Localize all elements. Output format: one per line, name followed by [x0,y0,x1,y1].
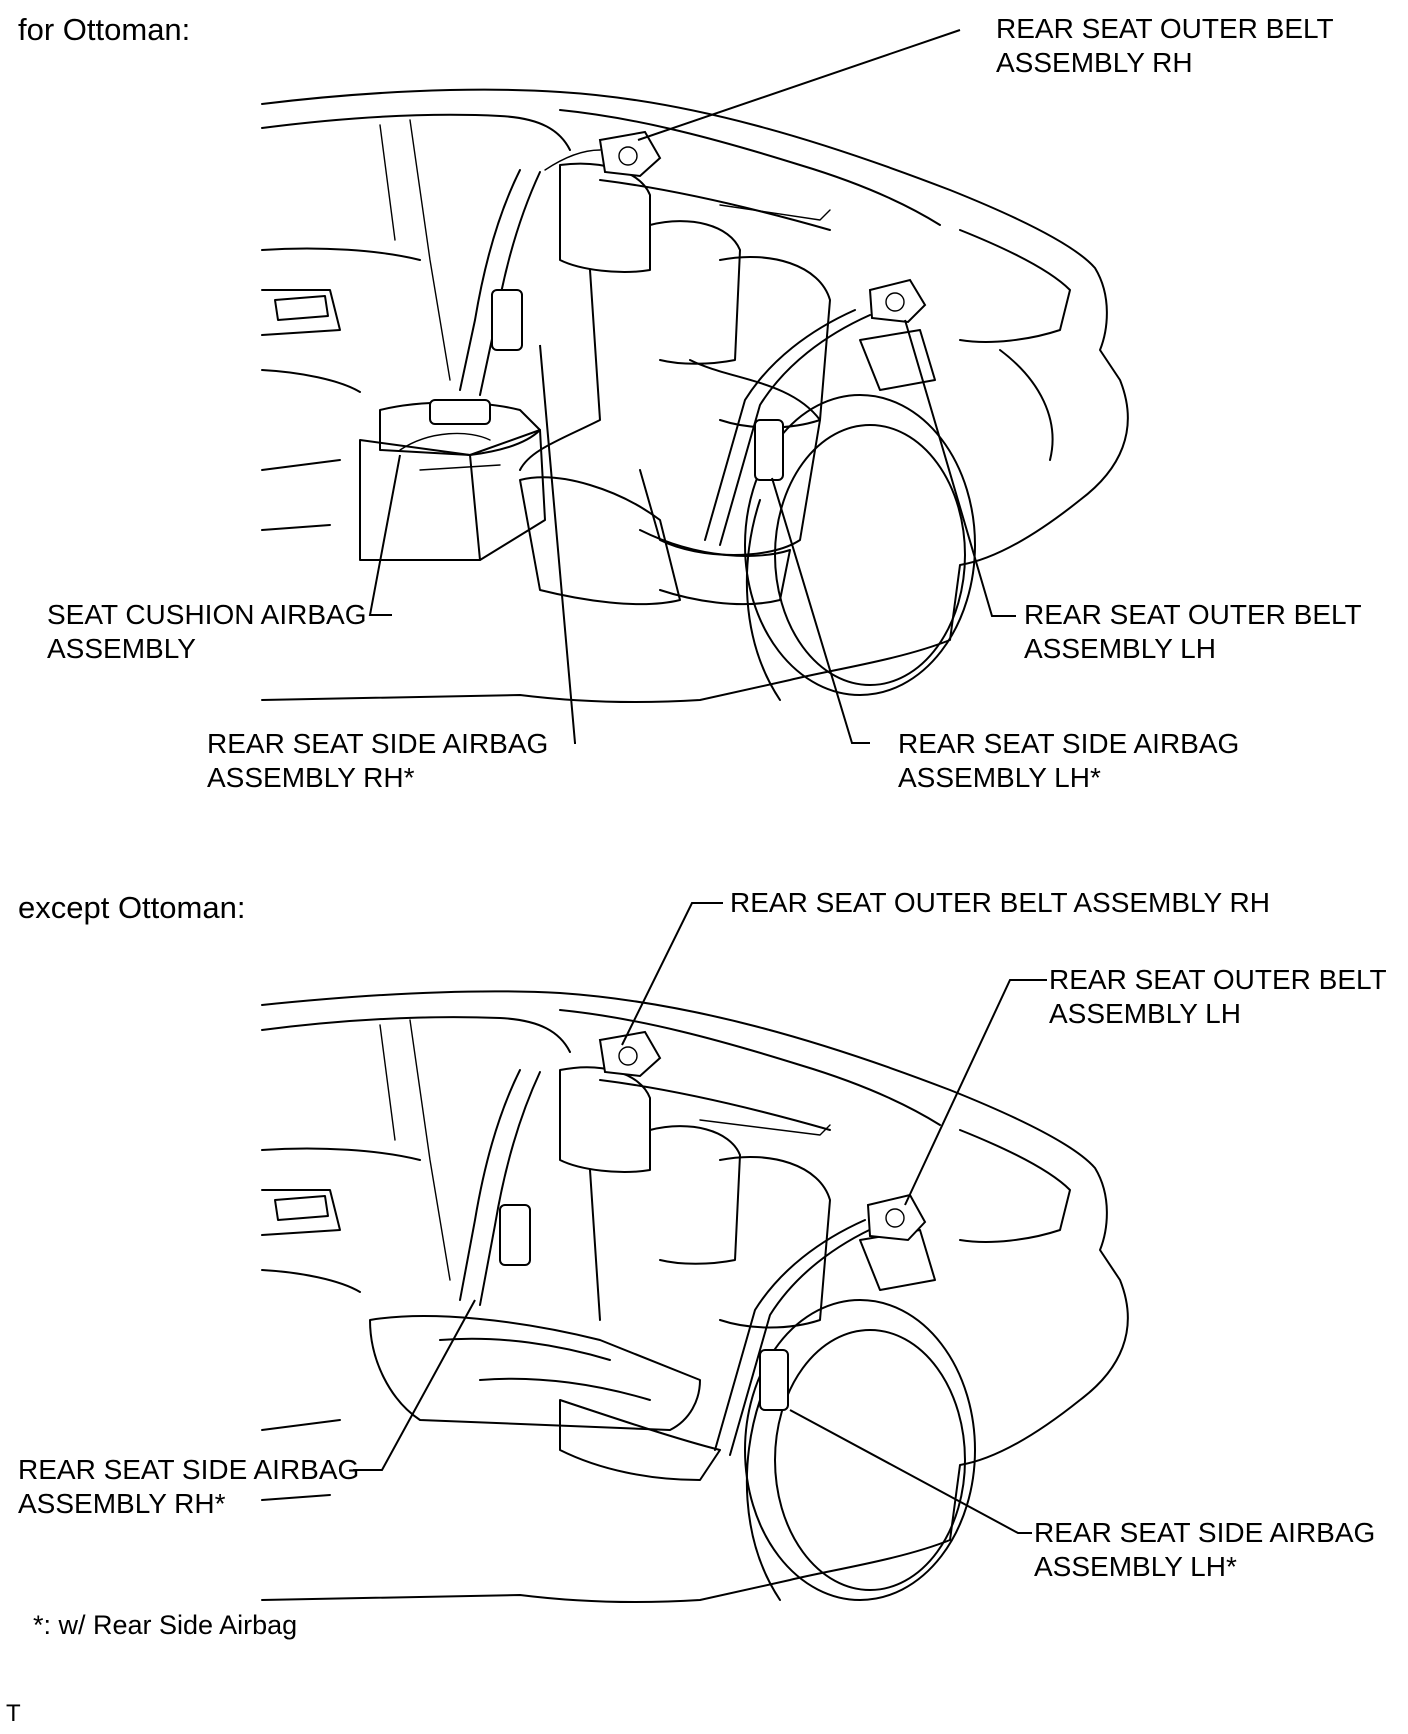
footnote: *: w/ Rear Side Airbag [33,1610,298,1640]
belt-retractor-lh-part-standard [866,1193,927,1242]
side-airbag-lh-part [754,419,784,481]
belt-retractor-rh-part [598,130,662,178]
label-seat-cushion-airbag-ottoman: SEAT CUSHION AIRBAG ASSEMBLY [47,598,366,666]
label-outer-belt-lh-standard: REAR SEAT OUTER BELT ASSEMBLY LH [1049,963,1387,1031]
label-line: ASSEMBLY LH* [898,762,1101,793]
label-side-airbag-rh-standard: REAR SEAT SIDE AIRBAG ASSEMBLY RH* [18,1453,359,1521]
seat-cushion-airbag-part [429,399,491,425]
belt-retractor-rh-part-standard [598,1030,662,1078]
label-side-airbag-lh-ottoman: REAR SEAT SIDE AIRBAG ASSEMBLY LH* [898,727,1239,795]
side-airbag-rh-part-standard [499,1204,531,1266]
label-line: REAR SEAT OUTER BELT [996,13,1334,44]
label-line: REAR SEAT SIDE AIRBAG [898,728,1240,759]
belt-retractor-lh-part [868,278,927,324]
label-outer-belt-rh-ottoman: REAR SEAT OUTER BELT ASSEMBLY RH [996,12,1334,80]
label-line: REAR SEAT SIDE AIRBAG [1034,1517,1376,1548]
label-side-airbag-rh-ottoman: REAR SEAT SIDE AIRBAG ASSEMBLY RH* [207,727,548,795]
label-line: REAR SEAT OUTER BELT ASSEMBLY RH [730,887,1270,918]
label-line: ASSEMBLY LH* [1034,1551,1237,1582]
label-line: SEAT CUSHION AIRBAG [47,599,367,630]
side-airbag-lh-part-standard [759,1349,789,1411]
label-line: ASSEMBLY LH [1024,633,1216,664]
corner-mark: T [6,1700,21,1727]
label-side-airbag-lh-standard: REAR SEAT SIDE AIRBAG ASSEMBLY LH* [1034,1516,1375,1584]
label-outer-belt-rh-standard: REAR SEAT OUTER BELT ASSEMBLY RH [730,886,1270,920]
car-illustration-ottoman [261,29,1129,744]
section-title-ottoman: for Ottoman: [18,12,191,47]
label-outer-belt-lh-ottoman: REAR SEAT OUTER BELT ASSEMBLY LH [1024,598,1362,666]
car-illustration-standard [261,902,1129,1604]
label-line: ASSEMBLY [47,633,196,664]
label-line: ASSEMBLY RH* [207,762,415,793]
label-line: ASSEMBLY RH [996,47,1193,78]
section-title-standard: except Ottoman: [18,890,246,925]
label-line: REAR SEAT SIDE AIRBAG [207,728,549,759]
side-airbag-rh-part [491,289,523,351]
label-line: REAR SEAT SIDE AIRBAG [18,1454,360,1485]
label-line: REAR SEAT OUTER BELT [1049,964,1387,995]
label-line: ASSEMBLY RH* [18,1488,226,1519]
label-line: ASSEMBLY LH [1049,998,1241,1029]
label-line: REAR SEAT OUTER BELT [1024,599,1362,630]
